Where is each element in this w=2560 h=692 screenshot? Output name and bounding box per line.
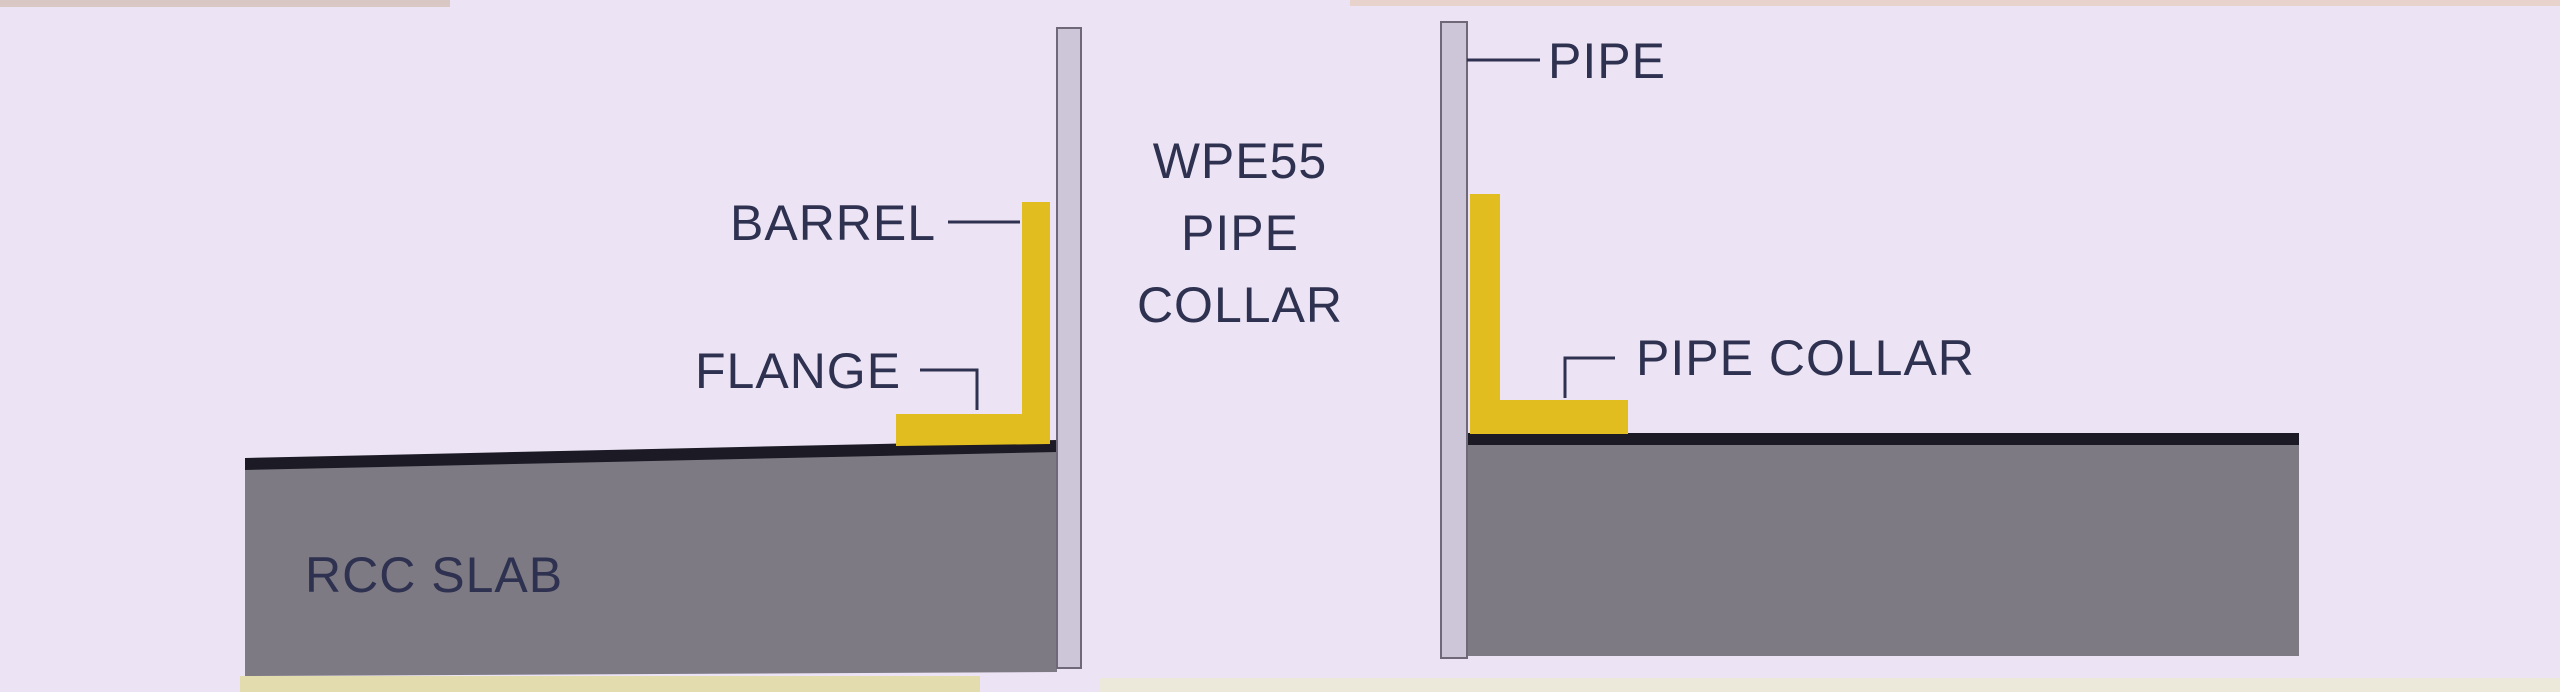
rcc-slab-label: RCC SLAB [305,547,563,603]
title: WPE55 PIPE COLLAR [1137,133,1343,333]
bottom-strip-left [240,676,980,692]
title-line-1: WPE55 [1153,133,1328,189]
membrane-left [245,440,1057,470]
collar-left [896,202,1050,446]
rcc-slab-right [1467,442,2299,656]
left-detail: BARREL FLANGE RCC SLAB [245,27,1082,676]
flange-leader [920,368,979,410]
title-line-2: PIPE [1181,205,1299,261]
flange-label: FLANGE [695,343,901,399]
bottom-strip-right [1100,678,2560,692]
top-strip-left [0,0,450,7]
pipe-collar-leader [1563,356,1615,398]
pipe-collar-label: PIPE COLLAR [1636,330,1975,386]
pipe-left [1056,27,1082,669]
rcc-slab-left [245,445,1057,676]
collar-right [1470,194,1628,434]
right-detail: PIPE PIPE COLLAR [1440,21,2299,659]
pipe-right [1440,21,1468,659]
title-line-3: COLLAR [1137,277,1343,333]
membrane-right [1467,433,2299,445]
pipe-label: PIPE [1548,33,1666,89]
top-strip-right [1350,0,2560,6]
barrel-label: BARREL [730,195,936,251]
